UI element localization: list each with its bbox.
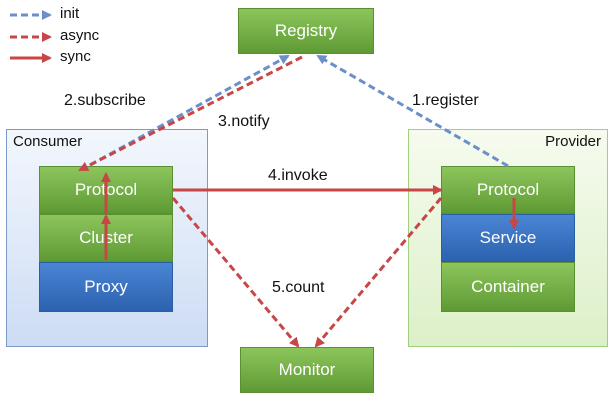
subscribe-label: 2.subscribe — [64, 92, 146, 109]
provider-protocol-node: Protocol — [441, 166, 575, 214]
consumer-title: Consumer — [13, 133, 83, 150]
consumer-proxy-node: Proxy — [39, 262, 173, 312]
legend-sync-label: sync — [60, 48, 91, 65]
provider-title: Provider — [545, 133, 601, 150]
provider-container-node: Container — [441, 262, 575, 312]
consumer-count-arrow — [171, 197, 300, 348]
monitor-node: Monitor — [240, 347, 374, 393]
legend-init-label: init — [60, 5, 80, 22]
count-label: 5.count — [272, 279, 325, 296]
notify-arrow — [78, 55, 303, 172]
provider-service-node: Service — [441, 214, 575, 262]
notify-label: 3.notify — [218, 113, 270, 130]
registry-node: Registry — [238, 8, 374, 54]
register-arrow — [316, 54, 509, 168]
legend-async-label: async — [60, 27, 100, 44]
register-label: 1.register — [412, 92, 479, 109]
provider-count-arrow — [314, 197, 443, 348]
invoke-label: 4.invoke — [268, 167, 328, 184]
